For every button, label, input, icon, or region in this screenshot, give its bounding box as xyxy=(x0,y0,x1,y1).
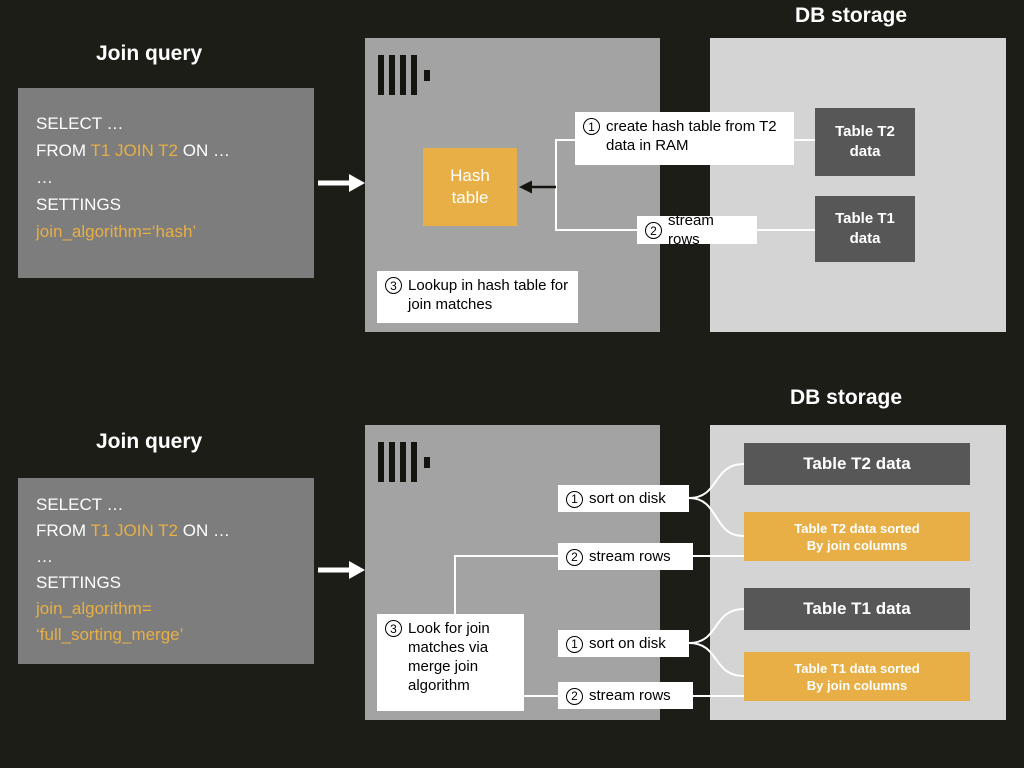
step-number-circle: 3 xyxy=(385,277,402,294)
logo-bar xyxy=(400,55,406,95)
step-label-sort-on-disk-t2: 1 sort on disk xyxy=(558,485,689,512)
logo-dot xyxy=(424,69,430,81)
query-line-ellipsis: … xyxy=(36,168,53,187)
logo-bar xyxy=(389,55,395,95)
table-t2-sorted-box: Table T2 data sorted By join columns xyxy=(744,512,970,561)
step-text: stream rows xyxy=(589,687,671,704)
step-text: create hash table from T2 data in RAM xyxy=(606,118,777,154)
hash-table-label: Hash table xyxy=(450,166,490,207)
table-t2-sorted-line2: By join columns xyxy=(806,537,908,553)
join-query-title-top: Join query xyxy=(96,42,203,65)
from-keyword: FROM xyxy=(36,521,91,540)
step-text: sort on disk xyxy=(589,490,666,507)
query-line-algorithm-1: join_algorithm= xyxy=(36,599,152,618)
logo-bar xyxy=(389,442,395,482)
step-text: Look for join matches via merge join alg… xyxy=(408,620,490,694)
step-label-create-hash-table: 1 create hash table from T2 data in RAM xyxy=(575,112,794,165)
query-line-select: SELECT … xyxy=(36,495,124,514)
step-number-circle: 3 xyxy=(385,620,402,637)
logo-bar xyxy=(411,442,417,482)
step-label-sort-on-disk-t1: 1 sort on disk xyxy=(558,630,689,657)
table-t2-label: Table T2 data xyxy=(835,123,895,160)
table-t1-label: Table T1 data xyxy=(803,599,911,618)
table-t2-label: Table T2 data xyxy=(803,454,911,473)
step-label-stream-rows-top: 2 stream rows xyxy=(637,212,757,248)
table-t1-sorted-line1: Table T1 data sorted xyxy=(794,660,920,676)
db-storage-title-bottom: DB storage xyxy=(790,386,903,409)
query-line-from: FROM T1 JOIN T2 ON … xyxy=(36,137,304,164)
step-number-circle: 1 xyxy=(583,118,600,135)
logo-bar xyxy=(378,55,384,95)
logo-bar xyxy=(378,442,384,482)
query-line-algorithm-2: ‘full_sorting_merge’ xyxy=(36,625,184,644)
clickhouse-logo-icon-top xyxy=(378,55,430,95)
step-text: stream rows xyxy=(589,548,671,565)
join-query-title-bottom: Join query xyxy=(96,430,203,453)
query-line-from: FROM T1 JOIN T2 ON … xyxy=(36,518,304,544)
step-number-circle: 2 xyxy=(566,548,583,566)
arrowhead-query-to-server-top xyxy=(349,174,365,192)
hash-table-box: Hash table xyxy=(423,148,517,226)
query-line-select: SELECT … xyxy=(36,114,124,133)
table-t1-label: Table T1 data xyxy=(835,210,895,247)
query-line-settings: SETTINGS xyxy=(36,573,122,592)
step-text: sort on disk xyxy=(589,635,666,652)
query-line-algorithm: join_algorithm=‘hash’ xyxy=(36,222,197,241)
db-storage-box-top xyxy=(710,38,1006,332)
table-t2-data-box-bottom: Table T2 data xyxy=(744,443,970,485)
logo-bar xyxy=(400,442,406,482)
table-t1-data-box-top: Table T1 data xyxy=(815,196,915,262)
table-t1-sorted-line2: By join columns xyxy=(806,677,908,693)
query-box-hash: SELECT … FROM T1 JOIN T2 ON … … SETTINGS… xyxy=(18,88,314,278)
arrowhead-query-to-server-bottom xyxy=(349,561,365,579)
from-keyword: FROM xyxy=(36,141,91,160)
step-label-stream-rows-t1: 2 stream rows xyxy=(558,682,693,709)
db-storage-title-top: DB storage xyxy=(795,4,908,27)
query-box-merge: SELECT … FROM T1 JOIN T2 ON … … SETTINGS… xyxy=(18,478,314,664)
join-tables-accent: T1 JOIN T2 xyxy=(90,521,179,540)
step-label-lookup-hash-table: 3 Lookup in hash table for join matches xyxy=(377,271,578,323)
step-number-circle: 2 xyxy=(645,222,662,239)
table-t2-data-box-top: Table T2 data xyxy=(815,108,915,176)
table-t2-sorted-line1: Table T2 data sorted xyxy=(794,520,920,536)
on-clause: ON … xyxy=(178,141,230,160)
step-number-circle: 2 xyxy=(566,687,583,705)
logo-dot xyxy=(424,456,430,468)
logo-bar xyxy=(411,55,417,95)
step-number-circle: 1 xyxy=(566,490,583,508)
on-clause: ON … xyxy=(178,521,230,540)
step-text: Lookup in hash table for join matches xyxy=(408,277,569,313)
step-text: stream rows xyxy=(668,212,714,248)
query-line-settings: SETTINGS xyxy=(36,195,122,214)
step-label-merge-join: 3 Look for join matches via merge join a… xyxy=(377,614,524,711)
step-label-stream-rows-t2: 2 stream rows xyxy=(558,543,693,570)
step-number-circle: 1 xyxy=(566,635,583,653)
table-t1-sorted-box: Table T1 data sorted By join columns xyxy=(744,652,970,701)
query-line-ellipsis: … xyxy=(36,547,53,566)
table-t1-data-box-bottom: Table T1 data xyxy=(744,588,970,630)
join-tables-accent: T1 JOIN T2 xyxy=(90,141,179,160)
clickhouse-logo-icon-bottom xyxy=(378,442,430,482)
